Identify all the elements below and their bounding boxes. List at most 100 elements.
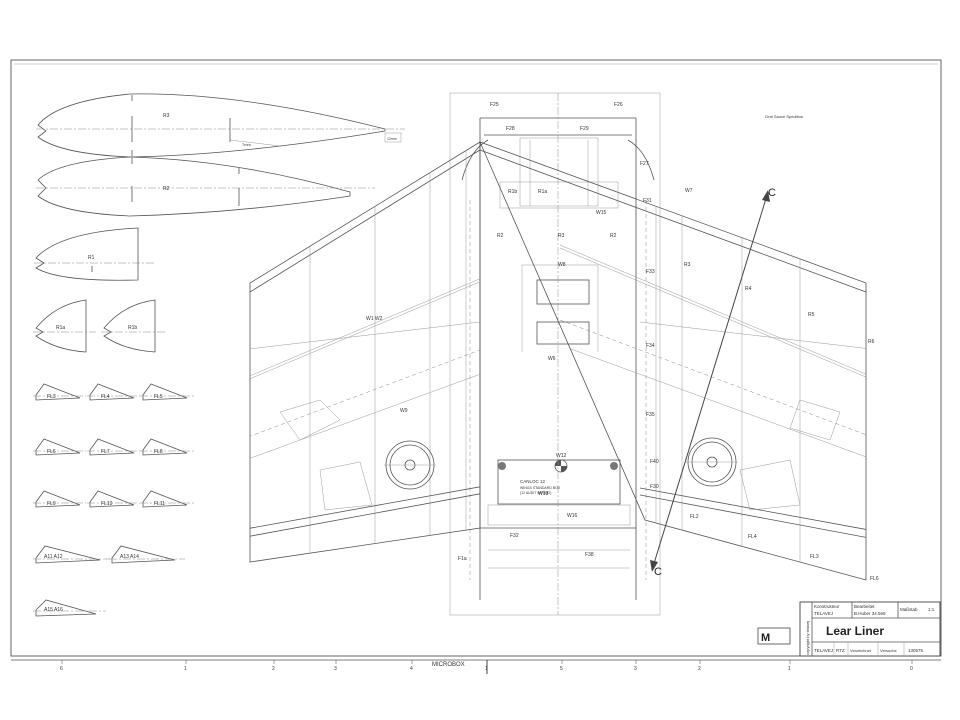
svg-text:R6: R6: [868, 339, 875, 345]
svg-text:Grat Sauce Spedition: Grat Sauce Spedition: [765, 114, 803, 119]
svg-text:W1 W2: W1 W2: [366, 316, 383, 322]
svg-text:F34: F34: [646, 343, 655, 349]
svg-text:W7: W7: [685, 188, 693, 194]
bearbeitet-label: Bearbeitet: [854, 604, 875, 609]
svg-text:F28: F28: [506, 126, 515, 132]
svg-text:R2: R2: [610, 233, 617, 239]
m-marker: M: [761, 632, 770, 644]
section-label-top: C: [768, 187, 776, 199]
ruler-title: MICROBOX: [432, 662, 465, 668]
svg-text:F1a: F1a: [458, 556, 467, 562]
svg-text:FL6: FL6: [870, 576, 879, 582]
svg-text:R1b: R1b: [508, 189, 517, 195]
footer-2: RTZ: [836, 648, 845, 653]
footer-3: Verzeichnet: [850, 648, 872, 653]
svg-text:F35: F35: [646, 412, 655, 418]
bearbeitet: B.Huber 34.569: [854, 611, 886, 616]
svg-text:R3: R3: [684, 262, 691, 268]
svg-text:W15: W15: [596, 210, 607, 216]
svg-text:FL2: FL2: [690, 514, 699, 520]
ruler-tick-label: 4: [410, 666, 413, 672]
svg-text:F32: F32: [510, 533, 519, 539]
rib-r3-label: R3: [163, 113, 170, 119]
svg-text:A11 A12: A11 A12: [44, 554, 63, 560]
svg-text:R1a: R1a: [538, 189, 547, 195]
svg-text:R4: R4: [745, 286, 752, 292]
plan-labels: F25 F26 F28 F29 F27 F31 R1b R1a W15 R2 R…: [366, 102, 879, 582]
ruler-tick-label: 0: [910, 666, 913, 672]
left-wing: [249, 141, 481, 563]
massstab: 1:1: [928, 607, 935, 612]
svg-text:F31: F31: [643, 198, 652, 204]
svg-text:F26: F26: [614, 102, 623, 108]
ruler-tick-label: 2: [272, 666, 275, 672]
svg-text:W12: W12: [556, 453, 567, 459]
svg-text:FL10: FL10: [101, 501, 113, 507]
konstrukteur-label: Konstrukteur: [814, 604, 840, 609]
footer-5: 130575: [908, 648, 924, 653]
svg-text:WINGS STANDARD BOX: WINGS STANDARD BOX: [520, 486, 561, 490]
svg-text:A13 A14: A13 A14: [120, 554, 139, 560]
rib-r3-dim: 12mm: [387, 137, 397, 141]
rib-r1-label: R1: [88, 255, 95, 261]
rib-r1b-label: R1b: [128, 325, 137, 331]
copyright: copyright by telavej: [805, 621, 810, 655]
rib-r1: R1: [34, 227, 155, 281]
svg-text:F29: F29: [580, 126, 589, 132]
canopy-screw-icon: [610, 462, 618, 470]
drawing-border: [10, 59, 942, 657]
svg-text:FL4: FL4: [748, 534, 757, 540]
svg-text:FL3: FL3: [810, 554, 819, 560]
rib-r2: R2: [36, 156, 375, 217]
svg-text:FL8: FL8: [154, 449, 163, 455]
ruler-tick-label: 5: [560, 666, 563, 672]
ruler-tick-label: 3: [634, 666, 637, 672]
ruler-tick-label: 1: [184, 666, 187, 672]
svg-text:FL9: FL9: [47, 501, 56, 507]
svg-text:FL11: FL11: [154, 501, 165, 507]
rib-r3-note: 7mm: [242, 142, 252, 147]
aileron-ribs: A11 A12 A13 A14 A15 A16: [33, 545, 185, 617]
flap-ribs-row-3: FL9 FL10 FL11: [33, 490, 195, 508]
rib-r1a-label: R1a: [56, 325, 65, 331]
svg-text:F40: F40: [650, 459, 659, 465]
rib-r1a: R1a: [33, 299, 96, 353]
svg-text:FL5: FL5: [154, 394, 163, 400]
svg-text:R2: R2: [497, 233, 504, 239]
rib-r1b: R1b: [101, 299, 166, 353]
section-line-c: C C: [650, 187, 776, 578]
section-label-bottom: C: [654, 566, 662, 578]
svg-text:W8: W8: [558, 262, 566, 268]
drawing-title: Lear Liner: [826, 624, 884, 638]
ruler-tick-label: 3: [334, 666, 337, 672]
footer-1: TELAVEJ: [814, 648, 833, 653]
svg-text:CANLOC 12: CANLOC 12: [520, 479, 546, 484]
svg-text:F33: F33: [646, 269, 655, 275]
flap-ribs-row-1: FL3 FL4 FL5: [33, 383, 195, 401]
svg-text:W9: W9: [400, 408, 408, 414]
konstrukteur: TELAVEJ: [814, 611, 833, 616]
ruler-tick-label: 1: [788, 666, 791, 672]
svg-text:R3: R3: [558, 233, 565, 239]
svg-text:F30: F30: [650, 484, 659, 490]
svg-text:F25: F25: [490, 102, 499, 108]
svg-text:(12 AUDIT WIRING): (12 AUDIT WIRING): [520, 491, 551, 495]
svg-text:A15 A16: A15 A16: [44, 607, 63, 613]
footer-4: Versuche: [880, 648, 897, 653]
m-marker-box: M: [757, 627, 791, 645]
svg-text:FL7: FL7: [101, 449, 110, 455]
svg-text:FL4: FL4: [101, 394, 110, 400]
massstab-label: Maßstab: [900, 607, 918, 612]
canopy-screw-icon: [498, 462, 506, 470]
title-block: Konstrukteur TELAVEJ Bearbeitet B.Huber …: [799, 601, 941, 657]
svg-text:W16: W16: [567, 513, 578, 519]
rib-r3: R3 7mm 12mm: [36, 93, 405, 158]
flap-ribs-row-2: FL6 FL7 FL8: [33, 438, 195, 456]
svg-text:FL3: FL3: [47, 394, 56, 400]
svg-text:F38: F38: [585, 552, 594, 558]
fuselage: [449, 92, 661, 616]
svg-text:F27: F27: [640, 161, 649, 167]
svg-text:W13: W13: [538, 491, 549, 497]
